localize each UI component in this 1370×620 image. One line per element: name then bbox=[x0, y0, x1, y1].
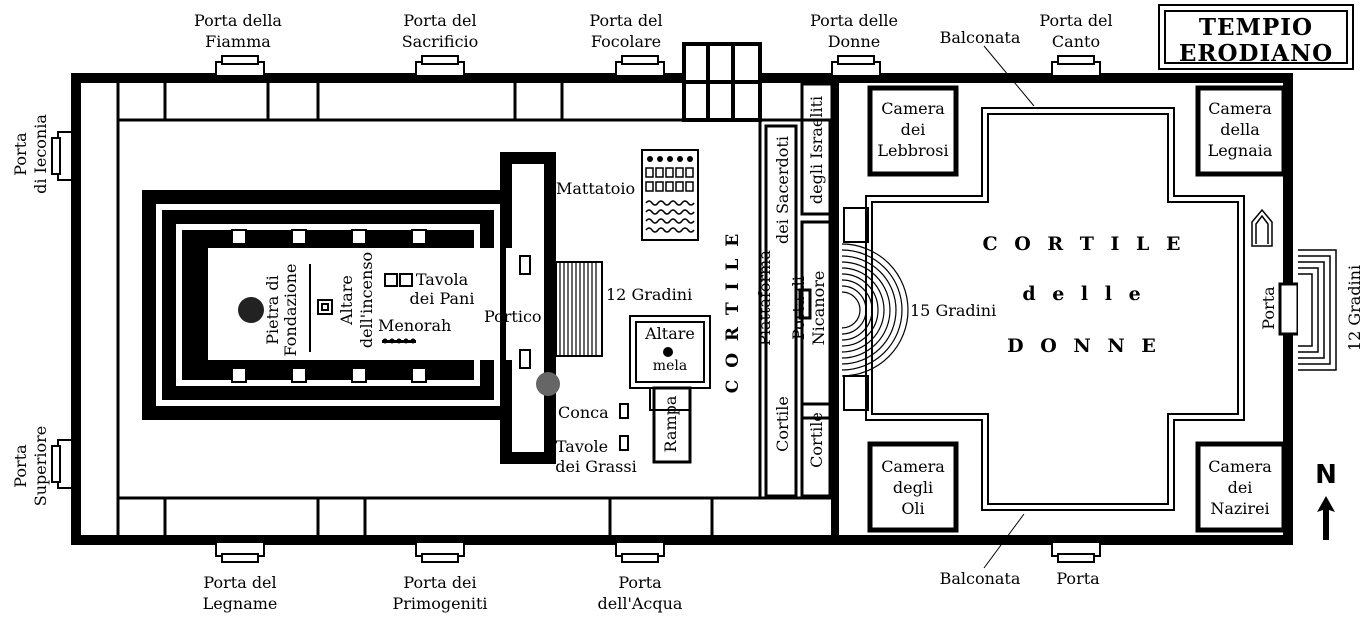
gate-ieconia-2: di Ieconia bbox=[31, 114, 50, 194]
north-label: N bbox=[1315, 460, 1337, 490]
camera-oli-1: Camera bbox=[881, 457, 945, 476]
tavola-pani-1: Tavola bbox=[416, 270, 469, 289]
south-chambers bbox=[163, 498, 714, 536]
nicanore-2: Nicanore bbox=[809, 271, 828, 346]
balconata-n-leader bbox=[983, 45, 1035, 107]
gate-superiore-1: Porta bbox=[11, 444, 30, 488]
niche-icon bbox=[1251, 208, 1273, 247]
altar bbox=[629, 315, 711, 464]
pietra-2: Fondazione bbox=[281, 264, 300, 357]
sacerdoti-label: dei Sacerdoti bbox=[773, 136, 792, 244]
pietra-1: Pietra di bbox=[263, 275, 282, 344]
camera-lebbrosi-1: Camera bbox=[881, 99, 945, 118]
camera-oli-2: degli bbox=[893, 478, 933, 497]
north-arrow-icon bbox=[1317, 496, 1335, 540]
camera-legnaia-1: Camera bbox=[1208, 99, 1272, 118]
cortile-2-label: Cortile bbox=[807, 412, 826, 468]
north-tower bbox=[682, 42, 762, 122]
gate-primogeniti-1: Porta dei bbox=[403, 573, 476, 592]
altare-incenso-1: Altare bbox=[337, 275, 356, 326]
camera-oli-3: Oli bbox=[901, 499, 924, 518]
cortile-vertical: C O R T I L E bbox=[723, 231, 743, 394]
camera-nazirei-2: dei bbox=[1228, 478, 1253, 497]
balconata-s-leader bbox=[983, 513, 1025, 569]
incense-altar-icon bbox=[317, 299, 333, 315]
gate-donne-1: Porta delle bbox=[810, 11, 898, 30]
gradini-12-label: 12 Gradini bbox=[606, 285, 692, 304]
cortile-donne-2: d e l l e bbox=[1022, 283, 1145, 305]
women-east-gate bbox=[1278, 249, 1337, 371]
tavole-grassi-1: Tavole bbox=[556, 437, 608, 456]
gate-acqua-2: dell'Acqua bbox=[598, 594, 683, 613]
title-line-1: TEMPIO bbox=[1198, 14, 1314, 41]
title-line-2: ERODIANO bbox=[1178, 40, 1334, 67]
camera-lebbrosi-3: Lebbrosi bbox=[877, 141, 948, 160]
gate-donne-2: Donne bbox=[828, 32, 881, 51]
balconata-north: Balconata bbox=[940, 28, 1021, 47]
balconata-south: Balconata bbox=[940, 569, 1021, 588]
title-box: TEMPIO ERODIANO bbox=[1158, 4, 1354, 70]
israeliti-label: degli Israeliti bbox=[807, 96, 826, 204]
gate-south: Porta bbox=[1056, 569, 1100, 588]
gate-focolare-1: Porta del bbox=[589, 11, 662, 30]
gate-canto-2: Canto bbox=[1052, 32, 1100, 51]
camera-legnaia-2: della bbox=[1220, 120, 1260, 139]
women-chambers bbox=[867, 85, 1287, 533]
slaughterhouse bbox=[641, 149, 699, 241]
gate-sacrificio-1: Porta del bbox=[403, 11, 476, 30]
cortile-donne-3: D O N N E bbox=[1007, 335, 1161, 357]
gradini-12-east: 12 Gradini bbox=[1345, 265, 1364, 351]
cortile-1-label: Cortile bbox=[773, 396, 792, 452]
title-frame: TEMPIO ERODIANO bbox=[1164, 10, 1348, 67]
camera-legnaia-3: Legnaia bbox=[1208, 141, 1273, 160]
nicanor-area bbox=[764, 82, 869, 498]
cortile-donne-1: C O R T I L E bbox=[982, 233, 1185, 255]
fat-tables bbox=[619, 403, 629, 451]
gate-primogeniti-2: Primogeniti bbox=[392, 594, 487, 613]
gate-fiamma-1: Porta della bbox=[194, 11, 282, 30]
altare-label: Altare bbox=[644, 324, 695, 343]
north-arrow: N bbox=[1308, 460, 1344, 546]
tavola-pani-2: dei Pani bbox=[410, 289, 475, 308]
altare-incenso-2: dell'incenso bbox=[357, 252, 376, 348]
menorah-icon bbox=[382, 338, 416, 344]
nicanore-1: Porta di bbox=[789, 276, 808, 340]
nicanor-steps bbox=[841, 243, 909, 377]
conca-label: Conca bbox=[558, 403, 609, 422]
gate-fiamma-2: Fiamma bbox=[205, 32, 271, 51]
porch-steps bbox=[555, 261, 603, 357]
gate-legname-1: Porta del bbox=[203, 573, 276, 592]
bread-table-icon bbox=[384, 273, 413, 287]
north-gates bbox=[215, 55, 1101, 77]
altar-fire bbox=[663, 347, 673, 357]
gate-ieconia-1: Porta bbox=[11, 132, 30, 176]
camera-nazirei-3: Nazirei bbox=[1210, 499, 1269, 518]
laver bbox=[536, 372, 560, 396]
gradini-15: 15 Gradini bbox=[910, 301, 996, 320]
piattaforma-label: Piattaforma bbox=[755, 250, 774, 346]
court-of-women bbox=[865, 107, 1245, 511]
gate-focolare-2: Focolare bbox=[591, 32, 661, 51]
menorah-label: Menorah bbox=[378, 316, 451, 335]
south-gates bbox=[215, 541, 1101, 563]
mattatoio-label: Mattatoio bbox=[556, 179, 635, 198]
gate-east-label: Porta bbox=[1259, 286, 1278, 330]
gate-legname-2: Legname bbox=[203, 594, 278, 613]
gate-acqua-1: Porta bbox=[618, 573, 662, 592]
gate-sacrificio-2: Sacrificio bbox=[402, 32, 479, 51]
camera-lebbrosi-2: dei bbox=[901, 120, 926, 139]
portico-label: Portico bbox=[484, 307, 542, 326]
camera-nazirei-1: Camera bbox=[1208, 457, 1272, 476]
tavole-grassi-2: dei Grassi bbox=[555, 457, 636, 476]
north-chambers bbox=[163, 82, 762, 498]
gate-canto-1: Porta del bbox=[1039, 11, 1112, 30]
foundation-stone bbox=[238, 297, 264, 323]
mela-label: mela bbox=[653, 358, 687, 374]
gate-superiore-2: Superiore bbox=[31, 426, 50, 507]
rampa-label: Rampa bbox=[661, 395, 680, 452]
west-gates bbox=[51, 131, 73, 489]
